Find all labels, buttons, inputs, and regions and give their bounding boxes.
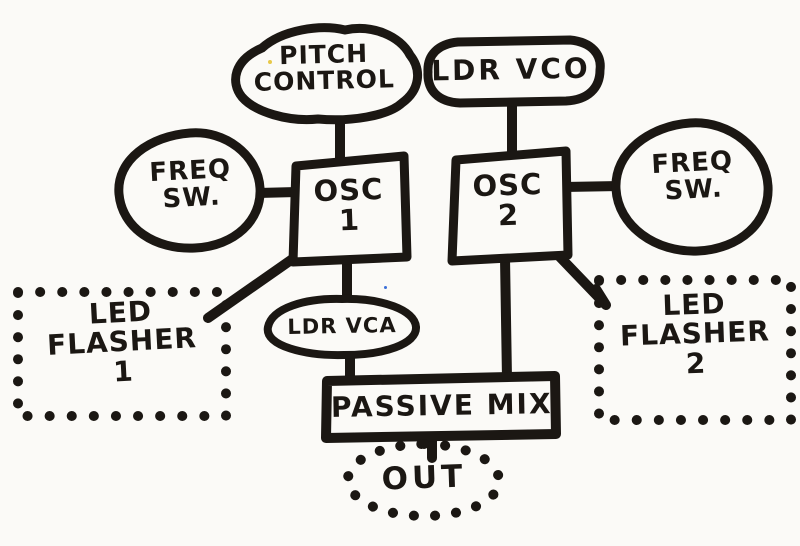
freq-sw-right-shape <box>611 118 773 256</box>
scan-speck-yellow <box>268 60 272 64</box>
passive-mix-label: PASSIVE MIX <box>330 387 553 424</box>
ldr-vca-shape <box>263 294 420 360</box>
osc-1-label: OSC 1 <box>296 171 402 238</box>
osc-2-shape <box>447 146 573 266</box>
led-flasher-2-label: LED FLASHER 2 <box>601 287 790 382</box>
osc-1-shape <box>288 151 412 267</box>
scan-speck-blue <box>384 286 387 289</box>
connector-osc2-ledflasher2 <box>554 251 611 310</box>
pitch-control-label-line2: CONTROL <box>253 64 396 98</box>
osc-2-label-line1: OSC <box>471 166 543 204</box>
osc-2-label: OSC 2 <box>454 166 562 233</box>
led-flasher-2-shape <box>594 275 796 425</box>
freq-sw-left-shape <box>114 128 265 253</box>
out-shape <box>343 439 504 521</box>
ldr-vca-label: LDR VCA <box>272 313 412 339</box>
pitch-control-label: PITCH CONTROL <box>237 39 410 98</box>
led-flasher-1-shape <box>13 287 231 421</box>
pitch-control-shape <box>231 23 422 125</box>
freq-sw-right-label: FREQ SW. <box>623 146 764 208</box>
out-label-line1: OUT <box>381 458 467 498</box>
ldr-vca-label-line1: LDR VCA <box>287 313 397 339</box>
ldr-vco-label: LDR VCO <box>430 51 592 88</box>
passive-mix-shape <box>321 371 561 443</box>
ldr-vco-label-line1: LDR VCO <box>431 51 591 88</box>
passive-mix-label-line1: PASSIVE MIX <box>330 387 553 424</box>
osc-2-label-line2: 2 <box>497 198 520 233</box>
node-shapes <box>114 23 773 443</box>
connector-osc2-freqswright <box>559 181 625 192</box>
freq-sw-left-label: FREQ SW. <box>121 154 262 216</box>
osc-1-label-line2: 1 <box>338 203 361 238</box>
ldr-vco-shape <box>423 35 605 108</box>
out-label: OUT <box>359 458 488 498</box>
osc-1-label-line1: OSC <box>312 171 384 209</box>
dotted-shapes <box>13 275 796 521</box>
connector-osc2-passivemix <box>500 253 512 384</box>
led-flasher-1-label: LED FLASHER 1 <box>24 293 220 391</box>
